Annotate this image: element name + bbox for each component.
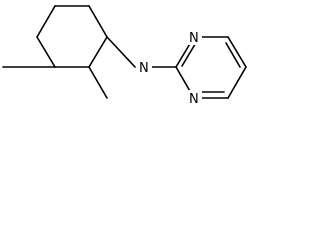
bond-c2-c3 (88, 5, 108, 38)
pyrimidine-ring (175, 36, 247, 99)
amine-nitrogen-label: N (139, 61, 149, 76)
cyclohexane-ring (36, 5, 108, 68)
molecule-structure: N N N (2, 5, 247, 107)
bond-c3-c4 (88, 36, 108, 68)
bond-ring-nh (106, 36, 136, 68)
bond-c2-n3-inner (181, 40, 198, 67)
bond-c5-c6 (36, 36, 56, 68)
bond-methyl-c4 (88, 66, 108, 99)
bond-c6-c1 (36, 5, 56, 38)
pyrimidine-nitrogen-bottom-label: N (189, 92, 199, 107)
bond-c5-c6 (227, 66, 247, 99)
bond-c4-c5 (227, 36, 247, 68)
pyrimidine-nitrogen-top-label: N (189, 31, 199, 46)
bond-c4-c5-inner (225, 42, 241, 68)
